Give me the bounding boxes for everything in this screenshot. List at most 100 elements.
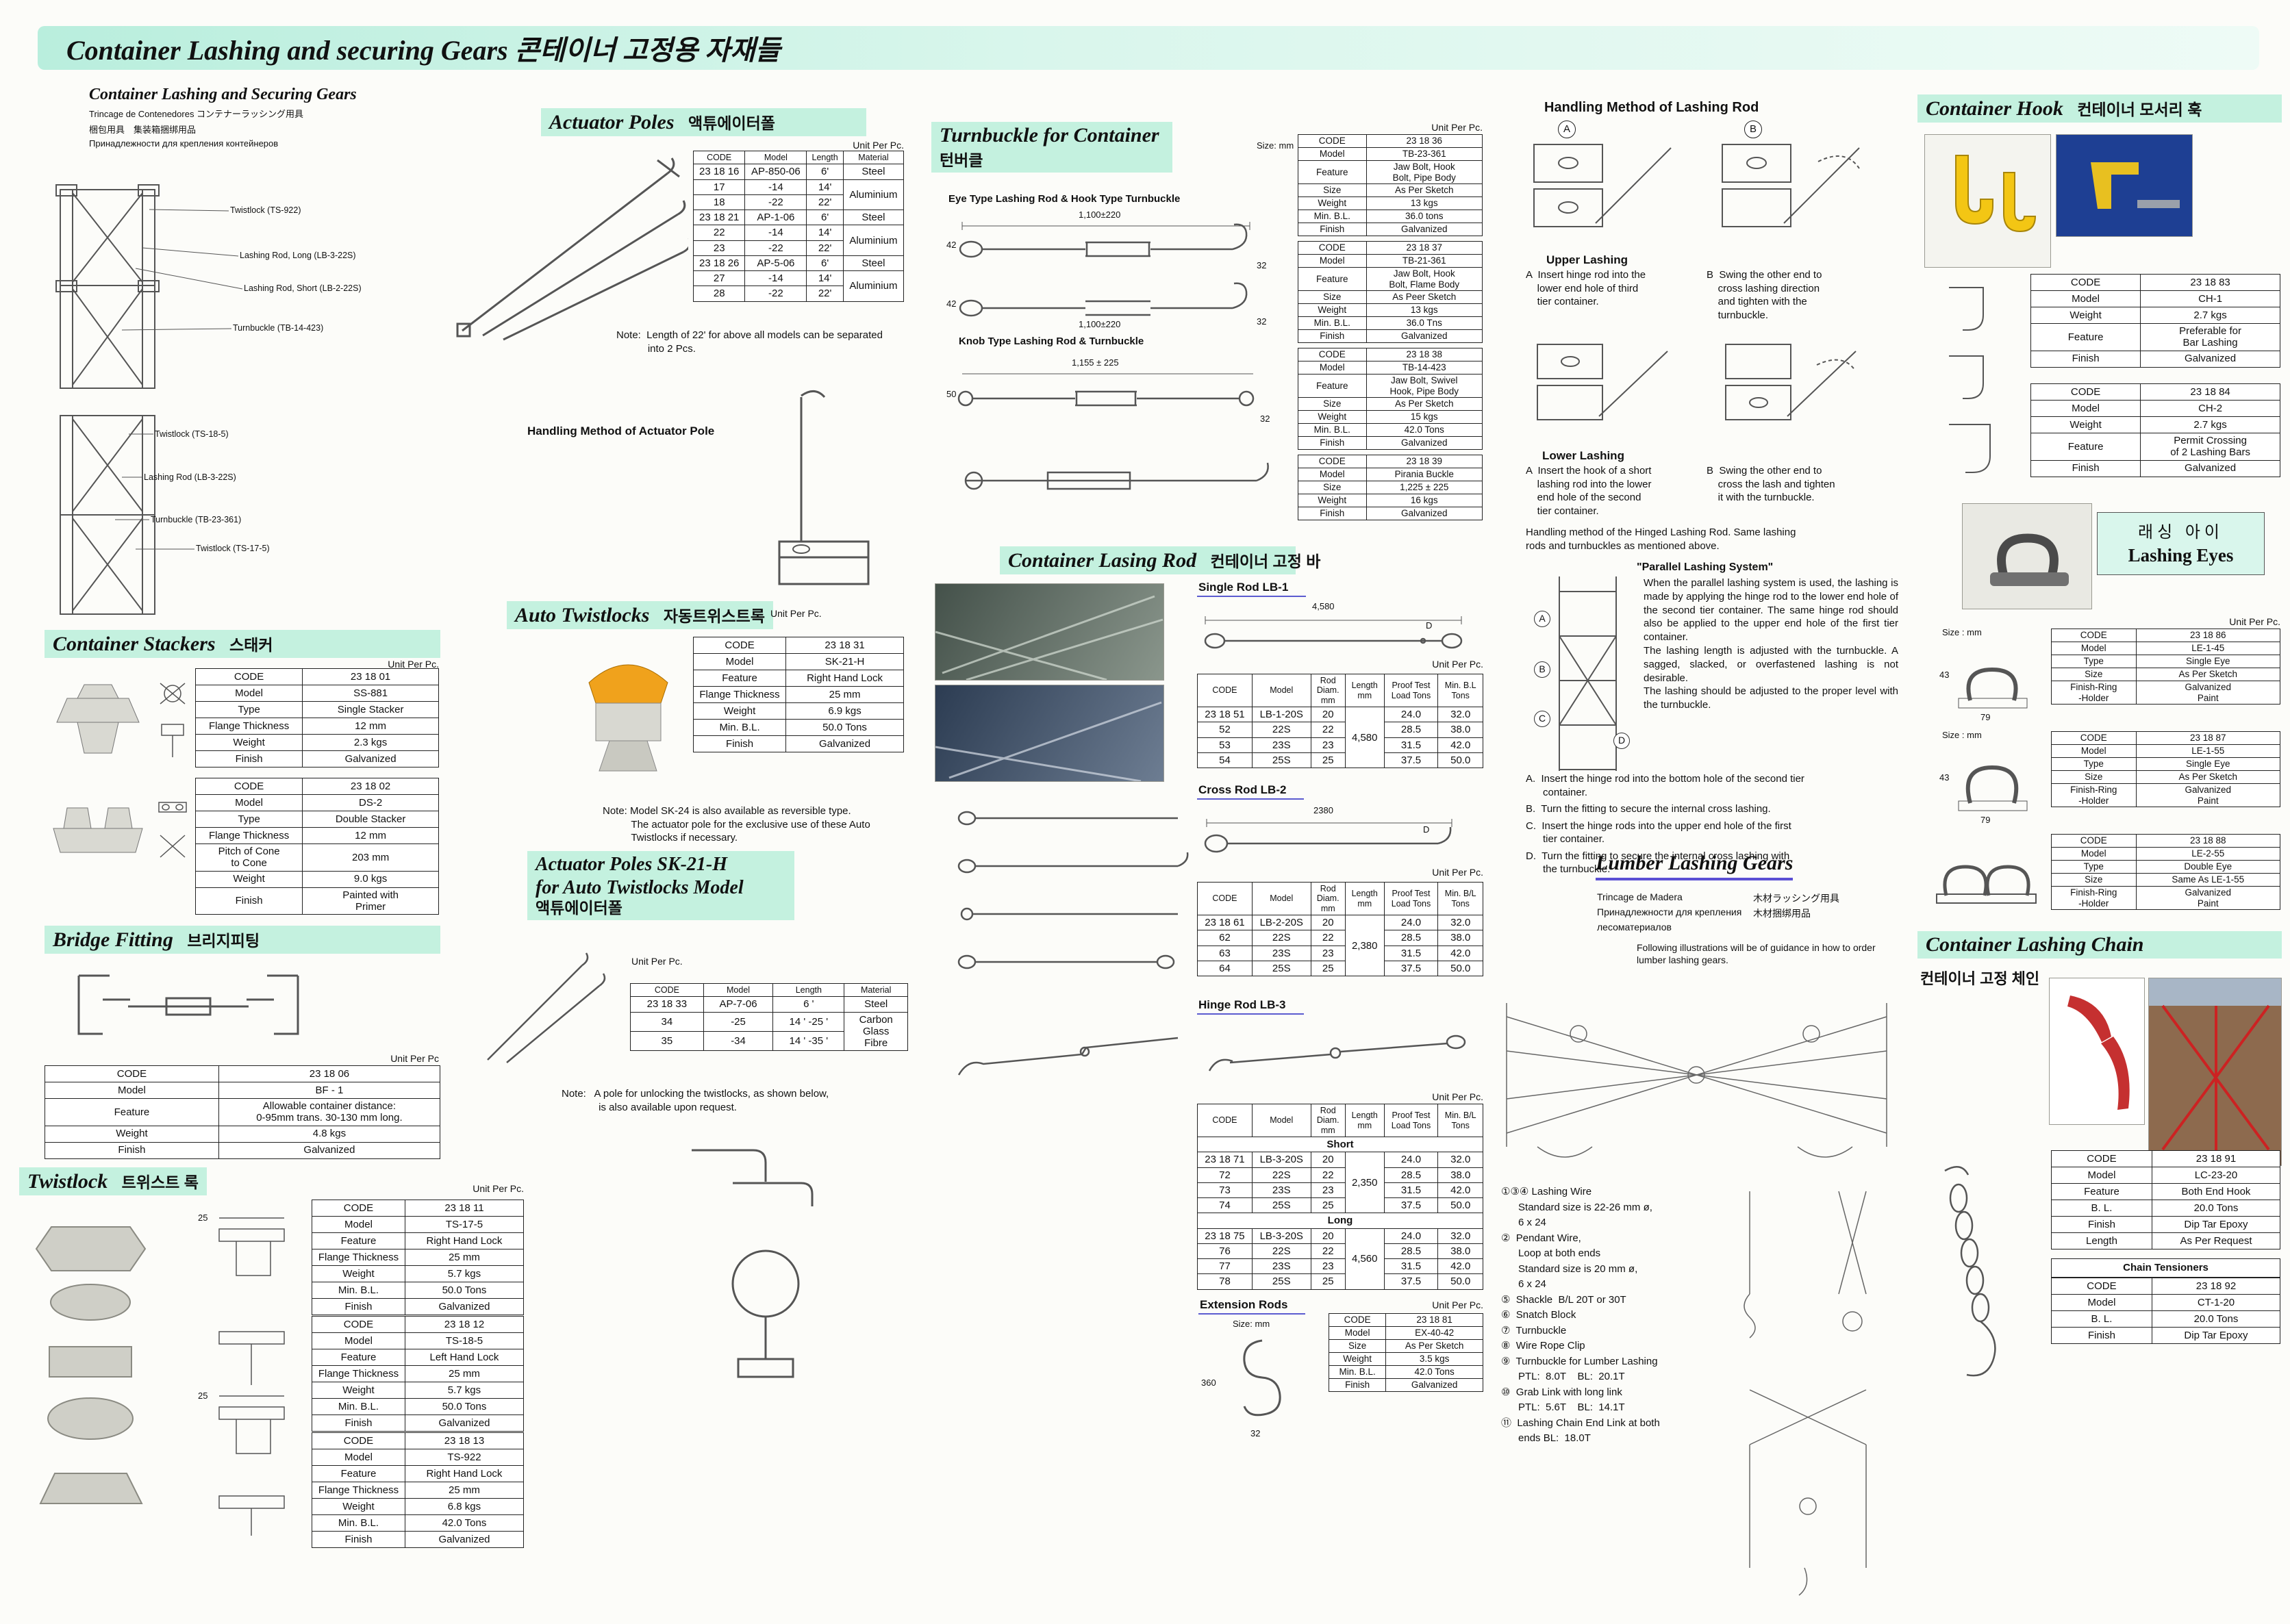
actuator-handling-label: Handling Method of Actuator Pole <box>527 424 715 437</box>
lumber-rigging-drawing <box>1709 1184 1904 1609</box>
container-stack-drawing <box>55 184 243 615</box>
upper-lashing-step-a: A Insert hinge rod into the lower end ho… <box>1526 269 1646 307</box>
turnbuckle-title: Turnbuckle for Container <box>940 124 1159 147</box>
lashing-rod-title: Container Lasing Rod <box>1008 549 1197 572</box>
double-stacker-image <box>47 787 149 890</box>
cross-rod-length-dim: 2380 <box>1313 805 1333 815</box>
intro-block: Container Lashing and Securing Gears Tri… <box>89 86 411 149</box>
intro-sub-1: Trincage de Contenedores コンテナーラッシング用具 <box>89 108 304 119</box>
intro-diagram: Twistlock (TS-922)Lashing Rod, Long (LB-… <box>40 179 444 628</box>
lower-lashing-step-a: A Insert the hook of a short lashing rod… <box>1526 465 1652 517</box>
turnbuckle-eye-label: Eye Type Lashing Rod & Hook Type Turnbuc… <box>948 193 1181 205</box>
eye-sketch-1: 43 79 <box>1939 642 2046 724</box>
lumber-sub-r2: 木材捆绑用品 <box>1753 908 1811 919</box>
chain-tensioners-label: Chain Tensioners <box>2051 1258 2280 1278</box>
twistlock-title-ko: 트위스트 록 <box>121 1173 199 1191</box>
cross-rod-unit-label: Unit Per Pc. <box>1432 867 1483 878</box>
auto-twistlocks-title: Auto Twistlocks <box>515 604 650 626</box>
hinge-rod-unit-label: Unit Per Pc. <box>1432 1091 1483 1102</box>
circled-b-icon: B <box>1744 120 1762 138</box>
upper-lashing-label: Upper Lashing <box>1546 253 1628 266</box>
actuator-header: Actuator Poles 액튜에이터폴 <box>541 108 866 136</box>
cross-rod-diameter-dim: D <box>1423 824 1430 835</box>
chain-container-photo <box>2148 978 2282 1166</box>
actuator-poles-drawing <box>452 149 688 341</box>
lumber-items-list: ①③④ Lashing Wire Standard size is 22-26 … <box>1501 1186 1660 1444</box>
extension-rods-label: Extension Rods <box>1198 1298 1306 1315</box>
turnbuckle-dim-42-2: 42 <box>946 299 957 309</box>
bridge-title: Bridge Fitting <box>53 928 173 951</box>
lumber-sub-r1: 木材ラッシング用具 <box>1753 893 1839 904</box>
lower-lashing-step-b: B Swing the other end to cross the lash … <box>1707 465 1835 503</box>
sk-title-2: for Auto Twistlocks Model <box>536 876 744 898</box>
eye-dim-43-2: 43 <box>1939 772 1950 783</box>
lashing-eye-photo <box>1962 503 2092 609</box>
lower-lashing-label: Lower Lashing <box>1542 449 1624 462</box>
sk-unit-label: Unit Per Pc. <box>631 956 683 967</box>
cross-rod-label: Cross Rod LB-2 <box>1197 783 1305 800</box>
single-rod-drawing: 4,580 D <box>1197 600 1471 663</box>
hook-header: Container Hook 컨테이너 모서리 훅 <box>1917 94 2282 123</box>
twistlock-dimension-sketches: 25 25 <box>195 1208 308 1544</box>
chain-title: Container Lashing Chain <box>1926 933 2144 956</box>
eye-dim-79-2: 79 <box>1980 815 1991 825</box>
single-rod-diameter-dim: D <box>1426 620 1433 631</box>
auto-twistlocks-title-ko: 자동트위스트록 <box>663 607 765 625</box>
cross-rod-drawing: 2380 D <box>1197 801 1471 867</box>
chain-tensioner-photo <box>2049 978 2145 1125</box>
stackers-header: Container Stackers 스태커 <box>45 630 440 658</box>
single-rod-length-dim: 4,580 <box>1312 601 1335 611</box>
turnbuckle-dim-32-3: 32 <box>1260 414 1270 424</box>
twistlock-dim-25-b: 25 <box>198 1391 208 1401</box>
twistlock-title: Twistlock <box>27 1170 108 1193</box>
intro-sub-3: Принадлежности для крепления контейнеров <box>89 138 279 149</box>
sk-title-1: Actuator Poles SK-21-H <box>536 854 728 875</box>
single-stacker-image <box>47 671 149 774</box>
handling-lower-drawing <box>1496 327 1897 445</box>
eye-sketch-2: 43 79 <box>1939 745 2046 827</box>
chain-header: Container Lashing Chain <box>1917 931 2282 959</box>
extension-rod-dim-360: 360 <box>1201 1378 1216 1388</box>
handling-lashing-title: Handling Method of Lashing Rod <box>1544 100 1759 115</box>
page-title: Container Lashing and securing Gears 콘테이… <box>66 35 781 66</box>
lashing-eyes-title-ko: 래싱 아이 <box>2138 523 2224 542</box>
turnbuckle-dim-length-1: 1,100±220 <box>1079 210 1121 220</box>
lashing-rod-photo-1 <box>935 583 1164 681</box>
parallel-lashing-text: When the parallel lashing system is used… <box>1644 577 1898 711</box>
hook-photo-1 <box>1924 134 2051 268</box>
actuator-unit-label: Unit Per Pc. <box>853 140 904 151</box>
eye-sketch-3 <box>1926 834 2046 923</box>
hinge-rod-sketch <box>945 1006 1185 1102</box>
actuator-title-ko: 액튜에이터폴 <box>688 114 775 132</box>
turnbuckle-eye-drawing: 1,100±220 42 32 1,100±220 42 32 <box>945 207 1291 333</box>
chain-drawing <box>1917 1157 2044 1397</box>
auto-twistlocks-note: Note: Model SK-24 is also available as r… <box>603 805 870 843</box>
sk-header: Actuator Poles SK-21-H for Auto Twistloc… <box>527 851 794 920</box>
lumber-sub-l3: лесоматериалов <box>1597 922 1672 932</box>
hinge-rod-label: Hinge Rod LB-3 <box>1197 998 1304 1015</box>
sk-title-ko: 액튜에이터폴 <box>536 899 622 917</box>
unlocking-pole-drawing <box>651 1130 856 1404</box>
stackers-title-ko: 스태커 <box>229 636 273 654</box>
hook-photo-2 <box>2056 134 2193 237</box>
stackers-unit-label: Unit Per Pc. <box>388 659 439 670</box>
bridge-fitting-drawing <box>51 959 325 1058</box>
lumber-title: Lumber Lashing Gears <box>1596 852 1794 880</box>
lumber-lashing-diagram <box>1496 976 1897 1178</box>
hook-title: Container Hook <box>1926 97 2063 120</box>
hook-title-ko: 컨테이너 모서리 훅 <box>2077 101 2202 118</box>
stackers-title: Container Stackers <box>53 633 216 655</box>
